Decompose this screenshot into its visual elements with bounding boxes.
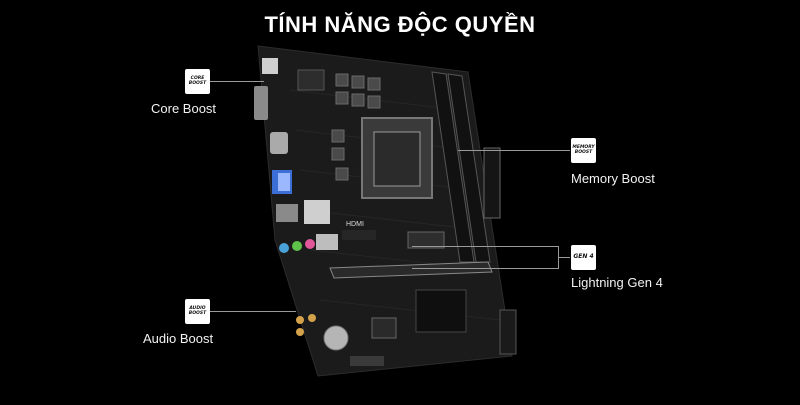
- io-vga-port: [254, 86, 268, 120]
- lightning-gen4-icon: GEN 4: [571, 245, 596, 270]
- lightning-gen4-label: Lightning Gen 4: [571, 275, 663, 290]
- audio-jack-pink: [305, 239, 315, 249]
- io-ps2-port: [270, 132, 288, 154]
- memory-boost-label: Memory Boost: [571, 171, 655, 186]
- dimm-slots: [431, 71, 491, 263]
- page-title: TÍNH NĂNG ĐỘC QUYỀN: [264, 12, 536, 37]
- pcie-x16-slot: [329, 261, 493, 279]
- lightning-gen4-callout-line-bottom: [412, 268, 558, 269]
- lightning-gen4-callout-line-stub: [558, 257, 570, 258]
- memory-boost-icon-text: MEMORY BOOST: [572, 144, 595, 155]
- io-hdmi-port: [262, 58, 278, 74]
- core-boost-label: Core Boost: [151, 101, 217, 116]
- core-boost-icon-text: CORE BOOST: [188, 75, 207, 86]
- core-boost-callout-line: [210, 81, 264, 82]
- lightning-gen4-callout-line-top: [412, 246, 558, 247]
- lightning-gen4-icon-text: GEN 4: [573, 253, 594, 261]
- audio-boost-label: Audio Boost: [143, 331, 214, 346]
- hdmi-silkscreen: HDMI: [346, 221, 364, 228]
- atx-power-connector: [483, 147, 501, 219]
- memory-boost-callout-line: [458, 150, 570, 151]
- io-usb2-port: [276, 204, 298, 222]
- core-boost-icon: CORE BOOST: [185, 69, 210, 94]
- m2-slot: [407, 231, 445, 249]
- audio-boost-callout-line: [210, 311, 296, 312]
- audio-boost-icon: AUDIO BOOST: [185, 299, 210, 324]
- io-lan-port: [304, 200, 330, 224]
- chipset-heatsink: [415, 289, 467, 333]
- audio-boost-icon-text: AUDIO BOOST: [188, 305, 207, 316]
- cmos-battery: [323, 325, 349, 351]
- audio-jack-blue: [279, 243, 289, 253]
- memory-boost-icon: MEMORY BOOST: [571, 138, 596, 163]
- audio-jack-green: [292, 241, 302, 251]
- cpu-power-connector: [297, 69, 325, 91]
